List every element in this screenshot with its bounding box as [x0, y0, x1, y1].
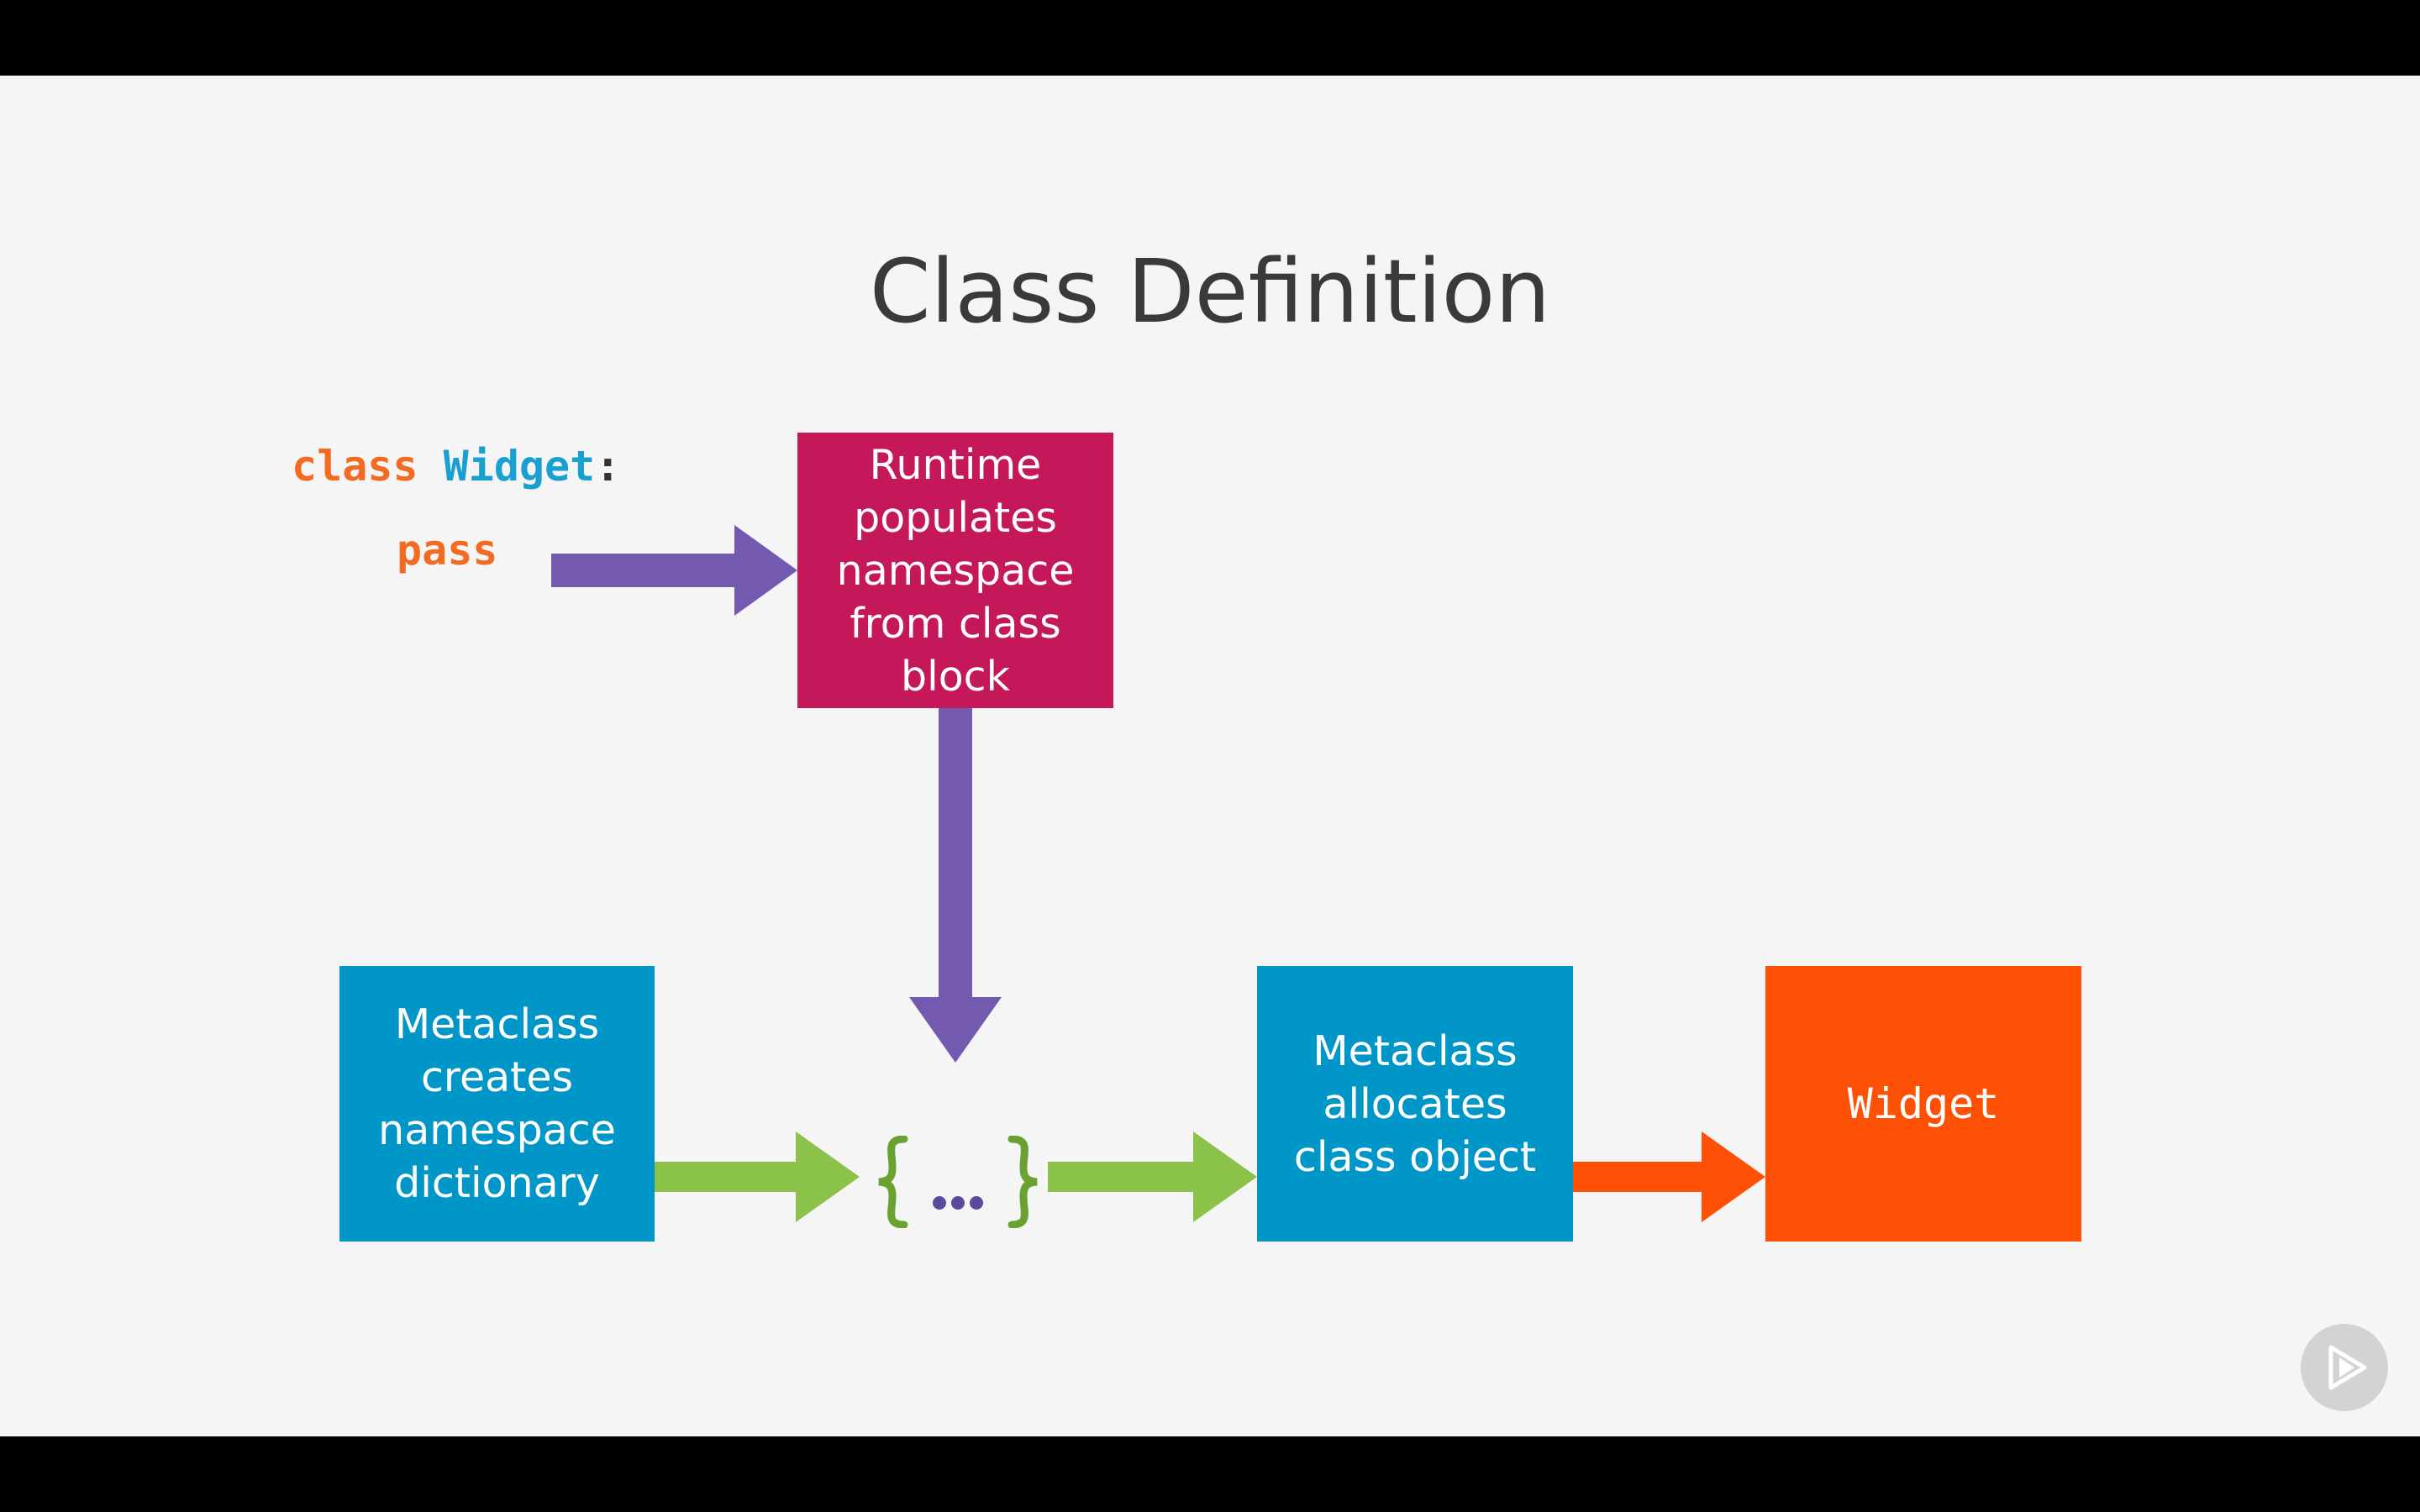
widget-box: Widget: [1765, 966, 2081, 1242]
code-line-pass: pass: [397, 529, 497, 571]
slide: Class Definition class Widget: pass Runt…: [0, 76, 2420, 1436]
code-keyword-pass: pass: [397, 526, 498, 575]
metaclass-creates-box: Metaclass creates namespace dictionary: [339, 966, 655, 1242]
slide-title: Class Definition: [869, 240, 1551, 343]
diagram-arrows: [551, 525, 1765, 1222]
curly-brace-ellipsis-icon: [878, 1136, 1038, 1228]
arrow-dict-to-alloc: [1048, 1131, 1257, 1222]
code-keyword-class: class: [292, 442, 418, 491]
code-line-class: class Widget:: [292, 445, 620, 487]
arrow-alloc-to-widget: [1573, 1131, 1765, 1222]
play-logo-icon[interactable]: [2301, 1324, 2388, 1411]
arrow-code-to-runtime: [551, 525, 797, 616]
runtime-populates-box: Runtime populates namespace from class b…: [797, 433, 1113, 708]
arrow-create-to-dict: [655, 1131, 860, 1222]
code-colon: :: [595, 442, 621, 491]
metaclass-allocates-box: Metaclass allocates class object: [1257, 966, 1573, 1242]
code-class-name: Widget: [443, 442, 596, 491]
arrow-runtime-to-dict: [909, 708, 1002, 1063]
